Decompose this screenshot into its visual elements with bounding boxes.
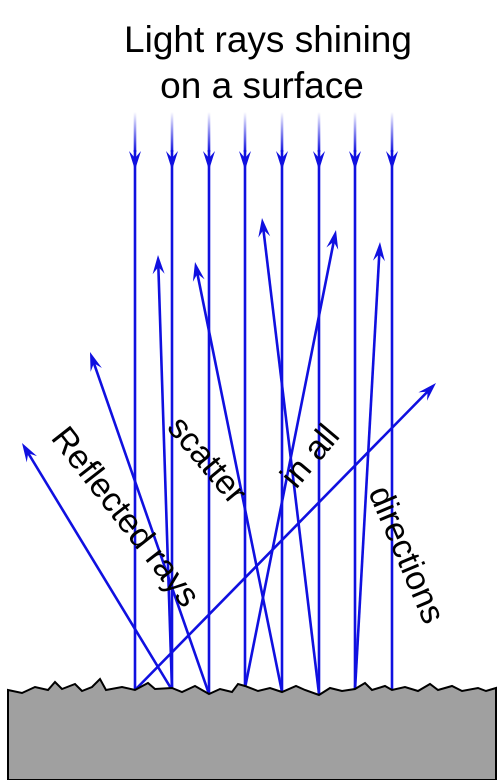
incident-ray [243, 112, 247, 152]
arrow-head-icon [152, 255, 165, 275]
arrow-head-icon [90, 352, 102, 372]
arrow-down-icon [129, 151, 141, 170]
arrow-down-icon [239, 151, 251, 170]
label-scatter: scatter [160, 409, 255, 512]
incident-ray [353, 112, 357, 152]
title-line-1: Light rays shining [124, 19, 412, 60]
label-directions: directions [361, 480, 453, 629]
incident-ray [170, 112, 174, 152]
incident-rays [133, 112, 394, 694]
reflected-rays [22, 218, 436, 695]
reflected-ray [92, 360, 211, 695]
incident-ray [280, 112, 284, 152]
reflected-ray [157, 264, 174, 691]
incident-ray [207, 112, 211, 152]
reflected-ray [195, 271, 284, 693]
title-line-2: on a surface [160, 65, 364, 106]
arrow-head-icon [326, 230, 339, 250]
reflected-ray [26, 450, 174, 691]
arrow-head-icon [418, 383, 436, 401]
reflected-ray [134, 389, 430, 691]
incident-arrowheads [129, 151, 398, 170]
arrow-down-icon [166, 151, 178, 170]
rough-surface [7, 677, 497, 780]
incident-ray [390, 112, 394, 152]
arrow-down-icon [349, 151, 361, 170]
reflected-ray [243, 239, 336, 689]
incident-ray [317, 112, 321, 152]
arrow-down-icon [386, 151, 398, 170]
arrow-head-icon [22, 443, 37, 463]
arrow-head-icon [192, 262, 205, 282]
arrow-head-icon [258, 218, 271, 238]
reflected-ray [353, 251, 381, 691]
arrow-down-icon [203, 151, 215, 170]
incident-ray [133, 112, 137, 152]
arrow-head-icon [373, 242, 385, 262]
arrow-down-icon [313, 151, 325, 170]
arrow-down-icon [276, 151, 288, 170]
